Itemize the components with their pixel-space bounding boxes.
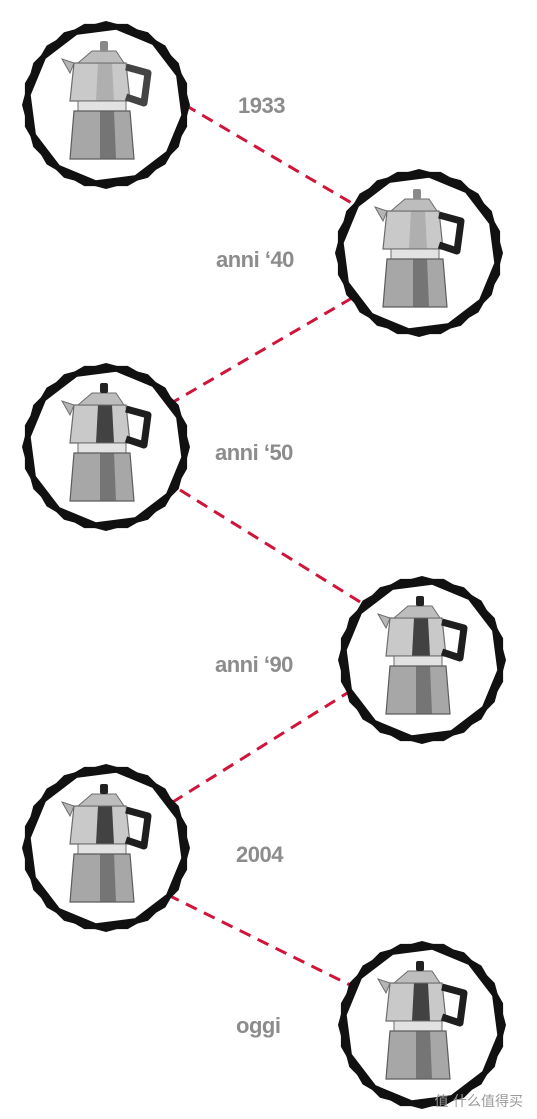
- moka-pot-1933-badge: [22, 21, 190, 189]
- year-label-anni-90: anni ‘90: [215, 652, 293, 677]
- moka-pot-anni-40-icon: [373, 189, 465, 308]
- year-label-2004: 2004: [236, 842, 283, 867]
- connector-line: [167, 893, 351, 987]
- moka-pot-2004-icon: [60, 784, 152, 903]
- moka-pot-2004-badge: [22, 764, 190, 932]
- moka-pot-oggi-icon: [376, 961, 468, 1080]
- year-label-anni-40: anni ‘40: [216, 247, 294, 272]
- moka-pot-anni-50-badge: [22, 363, 190, 531]
- connector-line: [167, 688, 353, 807]
- connector-line: [179, 488, 366, 607]
- moka-pot-anni-50-icon: [60, 383, 152, 502]
- moka-pot-anni-40-badge: [335, 169, 503, 337]
- year-label-anni-50: anni ‘50: [215, 440, 293, 465]
- moka-pot-anni-90-icon: [376, 596, 468, 715]
- moka-pot-anni-90-badge: [338, 576, 506, 744]
- connector-line: [167, 296, 353, 407]
- connector-lines: [167, 103, 366, 987]
- year-label-1933: 1933: [238, 93, 285, 118]
- year-label-oggi: oggi: [236, 1013, 281, 1038]
- moka-pot-oggi-badge: [338, 941, 506, 1109]
- watermark: 值 什么值得买: [434, 1094, 523, 1110]
- moka-pot-1933-icon: [60, 41, 152, 160]
- connector-line: [184, 103, 356, 207]
